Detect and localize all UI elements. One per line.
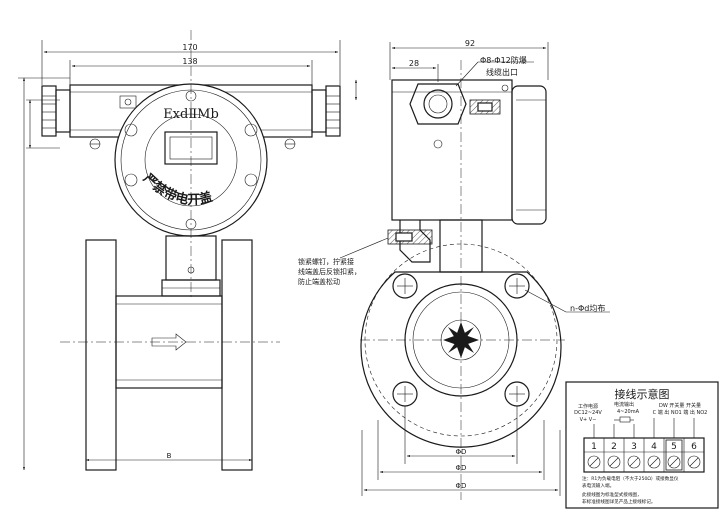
svg-text:3: 3 — [631, 442, 637, 452]
cable-entry-label-2: 线缆出口 — [486, 67, 518, 77]
power-spec: DC12~24V — [574, 410, 602, 416]
svg-text:6: 6 — [691, 442, 697, 452]
power-label: 工作电源 — [578, 403, 598, 410]
dim-138-label: 138 — [182, 57, 197, 66]
front-view: 170 138 — [18, 30, 358, 471]
terminal-5: 5 — [665, 439, 683, 471]
dim-28-label: 28 — [409, 59, 419, 68]
cable-entry-label: Φ8-Φ12防爆 — [480, 55, 527, 65]
wiring-note-1: 注：R1为负载电阻（不大于250Ω）或接数显仪 — [582, 475, 679, 482]
dim-bolt-circle-2: ΦD — [456, 464, 467, 472]
svg-text:4: 4 — [651, 442, 657, 452]
dim-bolt-circle-1: ΦD — [456, 448, 467, 456]
power-polarity: V+ V− — [580, 417, 597, 423]
svg-text:2: 2 — [611, 442, 617, 452]
terminal-6: 6 — [687, 442, 701, 469]
ex-marking: ExdⅡMb — [163, 107, 219, 122]
wiring-note-4: 非标准接线图详见产品上接线标记。 — [582, 498, 656, 505]
dim-170-label: 170 — [182, 43, 197, 52]
dim-b-label: B — [167, 452, 172, 460]
lock-screw-note-1: 锁紧螺钉，拧紧接 — [298, 257, 354, 266]
relay-label: DW 开关量 开关量 — [659, 402, 701, 409]
terminal-1: 1 — [587, 442, 601, 469]
wiring-note-3: 此接线图为标准型式接线图， — [582, 491, 642, 498]
relay-sub: C 端 出 NO1 端 出 NO2 — [653, 409, 708, 416]
wiring-diagram: 接线示意图 工作电源 DC12~24V V+ V− 电流输出 4~20mA DW… — [565, 381, 719, 509]
lock-screw-note-2: 线端盖后反锁扣紧， — [298, 267, 361, 276]
wiring-title: 接线示意图 — [615, 387, 670, 401]
wiring-note-2: 表电流输入端。 — [582, 482, 614, 489]
terminal-4: 4 — [647, 442, 661, 469]
current-label: 电流输出 — [614, 401, 634, 408]
terminal-3: 3 — [627, 442, 641, 469]
dim-flange-diameter: ΦD — [456, 482, 467, 490]
dim-92-label: 92 — [465, 39, 475, 48]
current-spec: 4~20mA — [617, 409, 640, 415]
svg-text:1: 1 — [591, 442, 597, 452]
impeller — [440, 319, 482, 361]
terminal-2: 2 — [607, 442, 621, 469]
bolt-holes-label: n-Φd均布 — [570, 303, 605, 313]
side-view: 92 28 Φ8-Φ12防爆 线缆出口 锁紧螺钉，拧紧接 线端 — [298, 39, 610, 500]
lock-screw-note-3: 防止端盖松动 — [298, 277, 340, 286]
svg-text:5: 5 — [671, 442, 677, 452]
